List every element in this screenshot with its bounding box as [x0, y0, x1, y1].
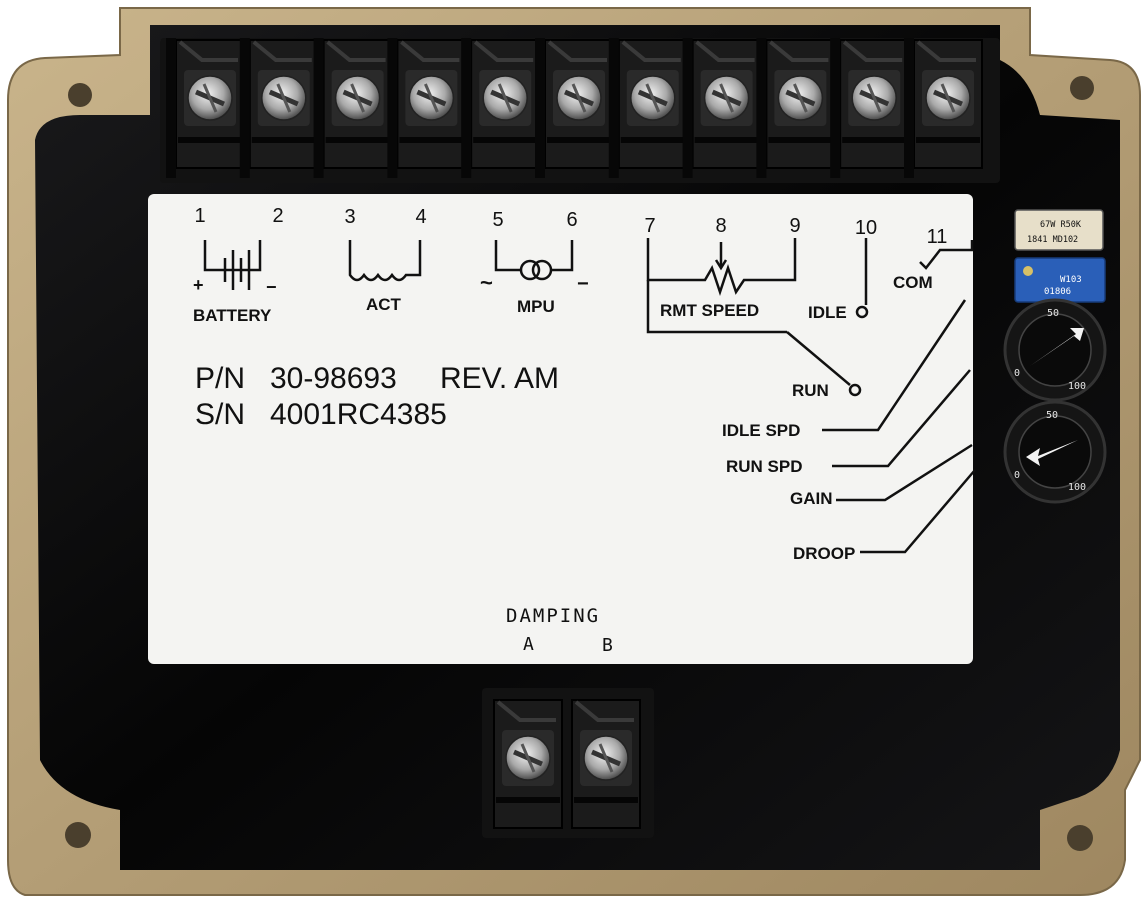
top-terminal-10[interactable]	[839, 39, 910, 169]
droop-dial-tick-zero: 0	[1014, 470, 1020, 481]
mount-hole-top-right	[1070, 76, 1094, 100]
trimmer-leaders	[822, 299, 976, 554]
mpu-tilde: ~	[480, 270, 493, 295]
battery-minus: −	[266, 277, 277, 297]
top-terminal-3[interactable]	[322, 39, 393, 169]
pn-value: 30-98693	[270, 362, 397, 395]
blue-trimmer-label-1: W103	[1060, 275, 1082, 285]
terminal-number-9: 9	[789, 215, 800, 237]
com-label: COM	[893, 273, 933, 292]
droop-dial-tick-bottom: 100	[1068, 482, 1086, 493]
gain-dial-tick-top: 50	[1047, 308, 1059, 319]
mpu-dash: −	[577, 273, 589, 295]
run-spd-label: RUN SPD	[726, 457, 803, 476]
mount-hole-bottom-right	[1067, 825, 1093, 851]
top-terminal-7[interactable]	[617, 39, 688, 169]
terminal-number-6: 6	[566, 209, 577, 231]
idle-label: IDLE	[808, 303, 847, 322]
top-resistor-block	[1014, 209, 1104, 251]
terminal-number-1: 1	[194, 205, 205, 227]
terminal-number-7: 7	[644, 215, 655, 237]
terminal-number-5: 5	[492, 209, 503, 231]
terminal-number-11: 11	[927, 226, 948, 248]
battery-plus: +	[193, 275, 204, 295]
mount-hole-top-left	[68, 83, 92, 107]
run-label: RUN	[792, 381, 829, 400]
mpu-symbol	[494, 240, 574, 281]
gain-dial-tick-zero: 0	[1014, 368, 1020, 379]
mount-hole-bottom-left	[65, 822, 91, 848]
top-terminal-11[interactable]	[913, 39, 983, 169]
terminal-number-8: 8	[715, 215, 726, 237]
sn-value: 4001RC4385	[270, 398, 447, 431]
droop-dial[interactable]: 50 100 0	[1003, 400, 1107, 504]
top-resistor-label-2: 1841 MD102	[1027, 235, 1078, 245]
rmt-speed-label: RMT SPEED	[660, 301, 759, 320]
gain-label: GAIN	[790, 489, 833, 508]
rev-value: REV. AM	[440, 362, 559, 395]
damping-a-label: A	[523, 634, 534, 655]
top-resistor-label-1: 67W R50K	[1040, 220, 1082, 230]
terminal-number-2: 2	[272, 205, 283, 227]
top-terminal-5[interactable]	[470, 39, 541, 169]
gain-dial-tick-bottom: 100	[1068, 381, 1086, 392]
top-terminal-block	[160, 38, 1000, 183]
blue-trimmer-screw[interactable]	[1023, 266, 1033, 276]
sn-label: S/N	[195, 398, 245, 431]
damping-b-label: B	[602, 635, 613, 656]
top-terminal-2[interactable]	[248, 39, 319, 169]
top-terminal-4[interactable]	[396, 39, 467, 169]
actuator-symbol	[348, 240, 422, 282]
terminal-number-10: 10	[855, 217, 877, 239]
droop-label: DROOP	[793, 544, 855, 563]
damping-terminal-b[interactable]	[571, 699, 641, 829]
battery-label: BATTERY	[193, 306, 272, 325]
top-terminal-8[interactable]	[691, 39, 762, 169]
top-terminal-6[interactable]	[544, 39, 614, 169]
droop-dial-tick-top: 50	[1046, 410, 1058, 421]
gain-dial[interactable]: 50 100 0	[1003, 298, 1107, 402]
top-terminal-9[interactable]	[765, 39, 836, 169]
battery-symbol	[203, 240, 262, 290]
blue-trimmer-label-2: 01806	[1044, 287, 1071, 297]
damping-terminal-a[interactable]	[493, 699, 563, 829]
com-symbol	[919, 240, 974, 270]
pn-label: P/N	[195, 362, 245, 395]
rmt-speed-symbol	[646, 238, 869, 397]
mpu-label: MPU	[517, 297, 555, 316]
terminal-number-4: 4	[415, 206, 426, 228]
label-sticker: 1 2 3 4 5 6 7 8 9 10 11 + − BATTERY ACT ~ − MPU	[148, 194, 976, 664]
trimmer-components: 67W R50K 1841 MD102 W103 01806 50 100 0 …	[1003, 209, 1107, 504]
act-label: ACT	[366, 295, 402, 314]
terminal-number-3: 3	[344, 206, 355, 228]
idle-spd-label: IDLE SPD	[722, 421, 800, 440]
bottom-terminal-block	[482, 688, 654, 838]
top-terminal-1[interactable]	[175, 39, 245, 169]
damping-label: DAMPING	[506, 605, 600, 627]
